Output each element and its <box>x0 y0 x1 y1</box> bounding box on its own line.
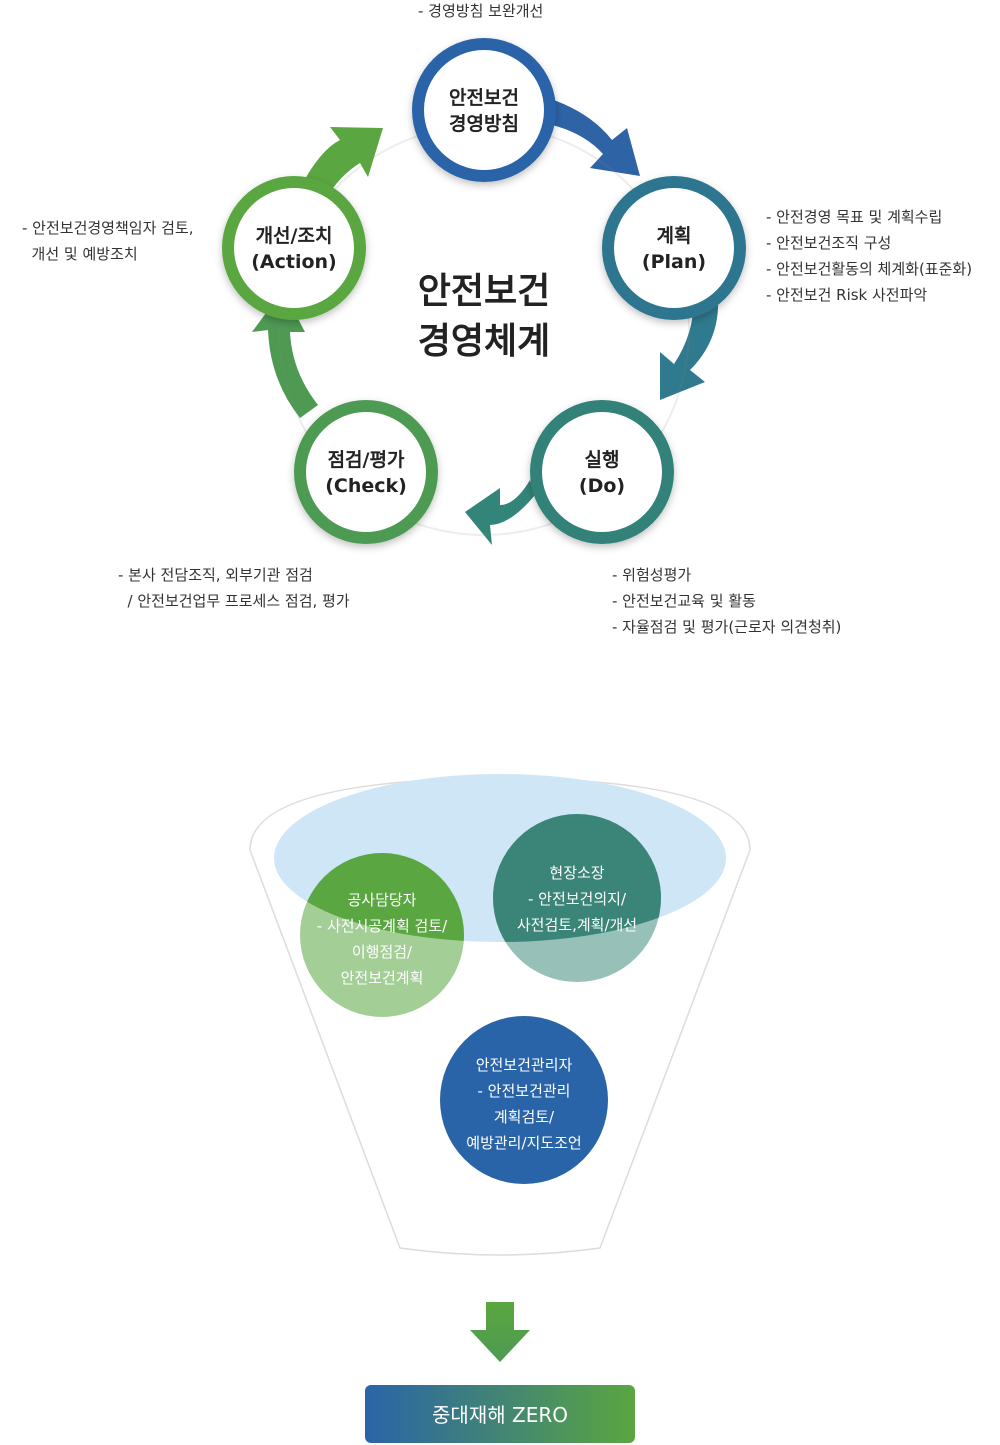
note-do-0: - 위험성평가 <box>612 566 691 584</box>
arrow-plan-to-do <box>660 298 719 400</box>
node-plan-line1: 계획 <box>657 225 692 247</box>
node-action-line2: (Action) <box>251 251 337 273</box>
result-label: 중대재해 ZERO <box>432 1403 568 1427</box>
site-manager-line2: 사전검토,계획/개선 <box>517 916 637 934</box>
note-do-2: - 자율점검 및 평가(근로자 의견청취) <box>612 618 841 636</box>
node-plan-line2: (Plan) <box>642 251 706 273</box>
node-check <box>294 400 438 544</box>
note-check-0: - 본사 전담조직, 외부기관 점검 <box>118 566 313 584</box>
node-policy <box>412 38 556 182</box>
arrow-policy-to-plan <box>548 98 640 176</box>
worker-line0: 공사담당자 <box>347 891 416 909</box>
node-policy-line1: 안전보건 <box>449 87 519 109</box>
node-action <box>222 176 366 320</box>
circle-site-manager <box>493 814 661 982</box>
note-action-1: 개선 및 예방조치 <box>22 245 138 263</box>
cycle-center-line2: 경영체계 <box>418 321 550 362</box>
node-check-line2: (Check) <box>325 475 407 497</box>
worker-line3: 안전보건계획 <box>341 969 424 987</box>
circle-safety-manager <box>440 1016 608 1184</box>
note-check-1: / 안전보건업무 프로세스 점검, 평가 <box>118 592 350 610</box>
note-action-0: - 안전보건경영책임자 검토, <box>22 219 194 237</box>
note-plan-1: - 안전보건조직 구성 <box>766 234 891 252</box>
arrow-do-to-check <box>465 480 535 545</box>
safety-manager-line1: - 안전보건관리 <box>478 1082 571 1100</box>
worker-line1: - 사전시공계획 검토/ <box>317 917 448 935</box>
node-check-line1: 점검/평가 <box>328 449 405 471</box>
node-do-line1: 실행 <box>585 449 620 471</box>
funnel <box>249 774 751 1256</box>
safety-manager-line3: 예방관리/지도조언 <box>466 1134 581 1152</box>
node-do <box>530 400 674 544</box>
note-plan-2: - 안전보건활동의 체계화(표준화) <box>766 260 972 278</box>
note-plan-3: - 안전보건 Risk 사전파악 <box>766 286 927 304</box>
node-do-line2: (Do) <box>579 475 625 497</box>
node-plan <box>602 176 746 320</box>
site-manager-line1: - 안전보건의지/ <box>528 890 627 908</box>
worker-line2: 이행점검/ <box>352 943 413 961</box>
cycle-center-line1: 안전보건 <box>418 271 550 312</box>
arrow-down-icon <box>470 1302 530 1362</box>
note-do-1: - 안전보건교육 및 활동 <box>612 592 756 610</box>
node-action-line1: 개선/조치 <box>256 225 333 247</box>
site-manager-line0: 현장소장 <box>549 864 604 882</box>
arrow-check-to-action <box>252 290 318 418</box>
note-policy-0: - 경영방침 보완개선 <box>418 2 543 20</box>
safety-manager-line0: 안전보건관리자 <box>476 1056 573 1074</box>
node-policy-line2: 경영방침 <box>449 113 519 135</box>
safety-manager-line2: 계획검토/ <box>494 1108 555 1126</box>
note-plan-0: - 안전경영 목표 및 계획수립 <box>766 208 942 226</box>
result-box <box>365 1385 635 1443</box>
